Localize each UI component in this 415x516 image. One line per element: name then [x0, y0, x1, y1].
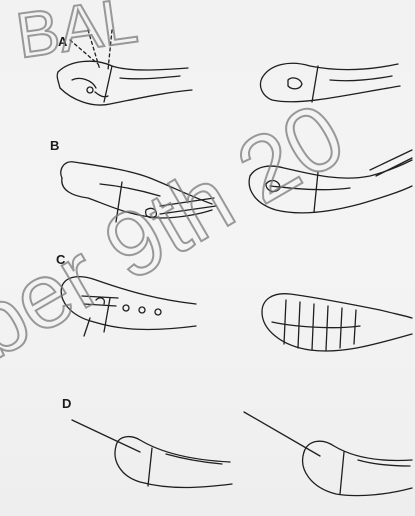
panel-a-right-drawing [260, 63, 400, 102]
panel-c-right-drawing [262, 294, 412, 351]
panel-d-right-drawing [244, 412, 412, 496]
panel-label-c: C [56, 252, 65, 267]
panel-b-left-drawing [61, 162, 216, 222]
panel-a-left-drawing [57, 30, 192, 105]
panel-label-d: D [62, 396, 71, 411]
panel-label-a: A [58, 34, 67, 49]
panel-b-right-drawing [249, 150, 412, 213]
panel-d-left-drawing [72, 420, 232, 488]
panel-c-left-drawing [61, 277, 196, 336]
panel-label-b: B [50, 138, 59, 153]
